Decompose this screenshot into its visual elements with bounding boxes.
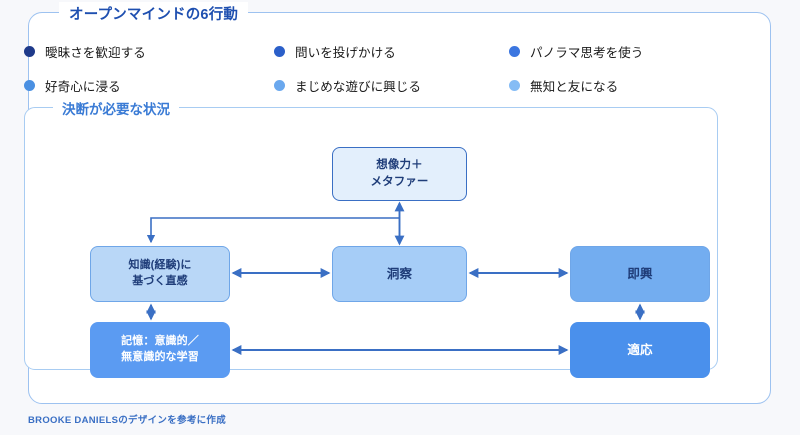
node-insight-label: 洞察 (386, 266, 413, 281)
legend-bullet-icon (274, 79, 285, 91)
legend-item-label: まじめな遊びに興じる (295, 79, 421, 94)
node-improvisation[interactable]: 即興 (570, 246, 710, 302)
legend-item-label: 好奇心に浸る (45, 79, 121, 94)
node-knowledge-label: 知識(経験)に 基づく直感 (128, 259, 192, 287)
node-imagination[interactable]: 想像力＋ メタファー (332, 147, 467, 201)
inner-panel-title: 決断が必要な状況 (62, 102, 170, 117)
node-adaptation[interactable]: 適応 (570, 322, 710, 378)
legend-item-1[interactable]: 問いを投げかける (274, 34, 509, 68)
legend-item-3[interactable]: 好奇心に浸る (24, 68, 274, 102)
legend-item-label: 曖昧さを歓迎する (45, 45, 146, 60)
node-improvisation-label: 即興 (627, 266, 653, 281)
legend-item-label: 問いを投げかける (295, 45, 396, 60)
node-adaptation-label: 適応 (627, 342, 653, 357)
legend-bullet-icon (509, 79, 520, 91)
legend-bullet-icon (509, 45, 520, 57)
node-imagination-label: 想像力＋ メタファー (370, 159, 429, 188)
inner-panel-title-notch: 決断が必要な状況 (53, 98, 179, 118)
footer-credit: BROOKE DANIELSのデザインを参考に作成 (28, 415, 227, 426)
legend-item-2[interactable]: パノラマ思考を使う (509, 34, 724, 68)
legend: 曖昧さを歓迎する 問いを投げかける パノラマ思考を使う 好奇心に浸る まじめな遊… (24, 34, 724, 102)
node-memory-label: 記憶：意識的／ 無意識的な学習 (121, 335, 199, 363)
outer-panel-title-notch: オープンマインドの6行動 (59, 2, 249, 24)
legend-bullet-icon (24, 45, 35, 57)
legend-item-4[interactable]: まじめな遊びに興じる (274, 68, 509, 102)
legend-item-0[interactable]: 曖昧さを歓迎する (24, 34, 274, 68)
page-title: オープンマインドの6行動 (69, 6, 239, 23)
legend-item-label: パノラマ思考を使う (530, 45, 644, 60)
legend-item-5[interactable]: 無知と友になる (509, 68, 724, 102)
legend-item-label: 無知と友になる (530, 79, 619, 94)
legend-bullet-icon (24, 79, 35, 91)
node-knowledge[interactable]: 知識(経験)に 基づく直感 (90, 246, 230, 302)
node-memory[interactable]: 記憶：意識的／ 無意識的な学習 (90, 322, 230, 378)
legend-bullet-icon (274, 45, 285, 57)
node-insight[interactable]: 洞察 (332, 246, 467, 302)
